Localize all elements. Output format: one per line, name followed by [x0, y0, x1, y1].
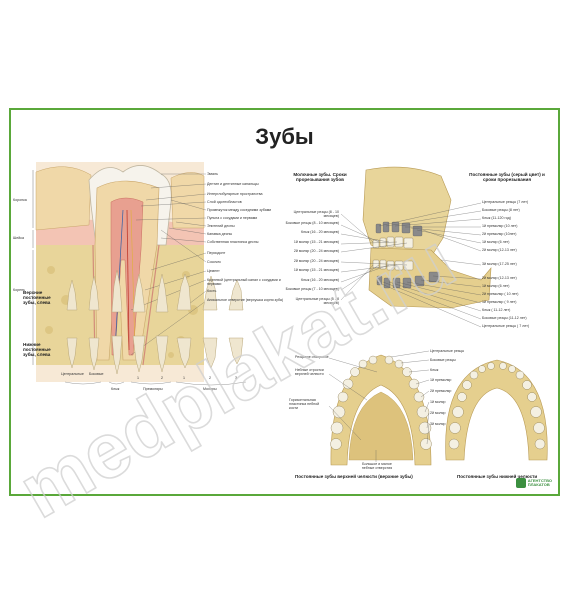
tooth-number: 1: [183, 376, 185, 380]
group-label-canine: Клык: [111, 387, 120, 391]
milk-label: 1й моляр (15 - 21 месяцев): [293, 240, 339, 244]
tooth-number: 2: [161, 376, 163, 380]
tooth-number: 3: [235, 376, 237, 380]
section-label: Пульпа с сосудами и нервами: [207, 216, 258, 220]
section-label: Дентин и дентинные канальцы: [207, 182, 259, 186]
palatine-foramina-label: Большое и малое небные отверстия: [361, 462, 393, 471]
permanent-teeth-heading: Постоянные зубы (серый цвет) и сроки про…: [469, 172, 545, 183]
milk-label: Клык (16 - 20 месяцев): [300, 278, 339, 282]
logo-line-2: ПЛАКАТОВ: [527, 482, 550, 487]
section-label: Канавка десны: [207, 232, 233, 236]
logo-line-1: АГЕНТСТВО: [527, 477, 552, 483]
milk-label: Центральные резцы (8 - 10 месяцев): [293, 210, 339, 219]
publisher-logo: АГЕНТСТВО ПЛАКАТОВ: [515, 477, 552, 488]
poster: Зубы: [9, 108, 560, 496]
arch-left-label: Горизонтальная пластинка небной кости: [289, 398, 320, 411]
lower-arch-caption: Постоянные зубы нижней челюсти: [457, 474, 538, 479]
skull-illustration: [340, 166, 492, 328]
root-side-label: Корень: [13, 288, 25, 292]
section-label: Корневой (центральный канал с сосудами и…: [207, 278, 281, 287]
permanent-label: 1й моляр (6 лет): [482, 284, 510, 288]
permanent-label: 1й премоляр (10 лет): [482, 224, 518, 228]
permanent-label: Боковые резцы (11-12 лет): [482, 316, 527, 320]
section-label: Периодонт: [207, 251, 226, 255]
permanent-label: 2й премоляр (10лет): [482, 232, 517, 236]
section-label: Эпителий десны: [207, 224, 235, 228]
milk-label: Клык (16 - 20 месяцев): [300, 230, 339, 234]
arch-right-label: 2й премоляр: [430, 389, 452, 393]
lower-arch-illustration: [445, 359, 548, 461]
permanent-label: Центральные резцы (7 лет): [482, 200, 529, 204]
milk-teeth-heading: Молочные зубы. Сроки прорезывания зубов: [293, 172, 347, 183]
permanent-label: 2й моляр (12-13 лет): [482, 276, 517, 280]
tooth-number: 1: [137, 376, 139, 380]
upper-arch-illustration: [328, 350, 432, 466]
group-label-premolars: Премоляры: [143, 387, 163, 391]
section-label: Промежуток между соседними зубами: [207, 208, 272, 212]
milk-label: Боковые резцы (8 - 10 месяцев): [285, 221, 339, 225]
milk-label: 2й моляр (20 - 24 месяцев): [293, 259, 339, 263]
teeth-rows-illustration: [66, 269, 244, 375]
section-label: Собственная пластинка десны: [207, 240, 259, 244]
permanent-label: 3й моляр (17-25 лет): [482, 262, 517, 266]
arch-right-label: 1й моляр: [430, 400, 446, 404]
section-label: Интерглобулярные пространства: [207, 192, 263, 196]
illustration-canvas: [32, 162, 548, 466]
group-label-lateral: Боковые: [89, 372, 104, 376]
milk-label: 1й моляр (15 - 21 месяцев): [293, 268, 339, 272]
arch-right-label: Центральные резцы: [430, 349, 465, 353]
permanent-label: Клык ( 11-12 лет): [482, 308, 511, 312]
page-title: Зубы: [255, 124, 314, 149]
teeth-group-brackets: [64, 381, 247, 386]
arch-right-label: 2й моляр: [430, 411, 446, 415]
milk-label: Боковые резцы (7 - 10 месяцев): [285, 287, 339, 291]
section-label: Цемент: [207, 269, 220, 273]
permanent-label: Боковые резцы (8 лет): [482, 208, 520, 212]
permanent-label: 2й моляр (12-13 лет): [482, 248, 517, 252]
lower-teeth-row-label: Нижние постоянные зубы, слева: [23, 342, 51, 358]
arch-left-label: Небные отростки верхней челюсти: [295, 368, 324, 377]
crown-side-label: Коронка: [13, 198, 27, 202]
section-label: Слой одонтобластов: [207, 200, 242, 204]
arch-left-label: Резцовое отверстие: [295, 355, 329, 359]
milk-label: 2й моляр (20 - 24 месяцев): [293, 249, 339, 253]
group-label-central: Центральные: [61, 372, 84, 376]
milk-label: Центральные резцы (5 - 8 месяцев): [295, 297, 339, 306]
permanent-label: Центральные резцы ( 7 лет): [482, 324, 530, 328]
permanent-label: Клык (11-120 год): [482, 216, 511, 220]
arch-right-label: Клык: [430, 368, 439, 372]
tooth-number: 2: [209, 376, 211, 380]
group-label-molars: Моляры: [203, 387, 217, 391]
upper-teeth-row-label: Верхние постоянные зубы, слева: [23, 290, 51, 306]
logo-icon: [515, 478, 526, 488]
permanent-label: 1й моляр (6 лет): [482, 240, 510, 244]
upper-arch-caption: Постоянные зубы верхней челюсти (верхние…: [295, 474, 413, 479]
arch-right-label: 1й премоляр: [430, 378, 452, 382]
section-label: Сосочек: [207, 260, 221, 264]
permanent-label: 1й премоляр ( 9 лет): [482, 300, 517, 304]
arch-right-label: 3й моляр: [430, 422, 446, 426]
permanent-label: 2й премоляр ( 10 лет): [482, 292, 519, 296]
arch-right-label: Боковые резцы: [430, 358, 456, 362]
section-label: Апикальное отверстие (верхушка корня зуб…: [207, 298, 284, 302]
section-label: Кость: [207, 289, 217, 293]
neck-side-label: Шейка: [13, 236, 24, 240]
section-label: Эмаль: [207, 172, 218, 176]
